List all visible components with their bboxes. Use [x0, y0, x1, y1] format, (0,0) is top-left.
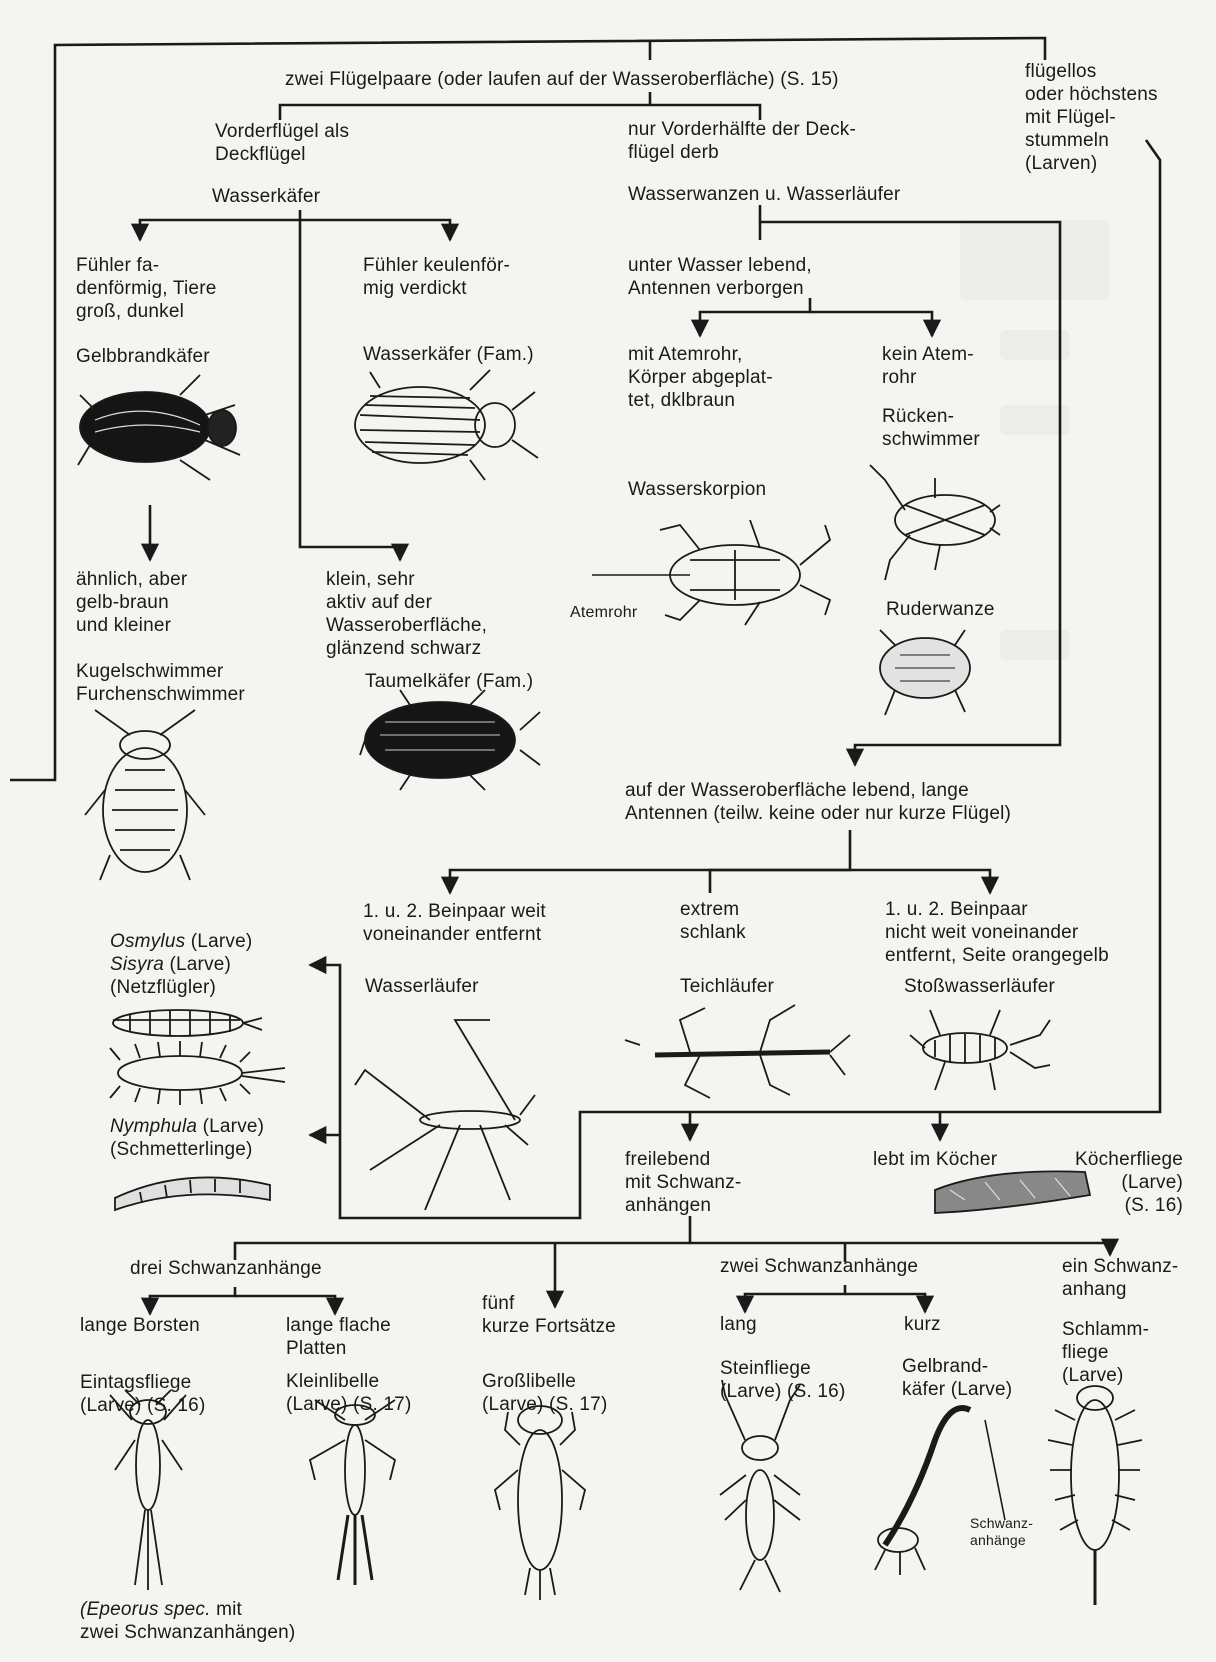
label-root: zwei Flügelpaare (oder laufen auf der Wa… [285, 68, 839, 91]
connector-under-notube [810, 312, 932, 336]
label-no-breathing-tube: kein Atem- rohr [882, 343, 974, 389]
label-club-antennae: Fühler keulenför- mig verdickt [363, 254, 510, 300]
sisyra-genus: Sisyra [110, 954, 164, 975]
label-surface-living: auf der Wasseroberfläche lebend, lange A… [625, 779, 1011, 825]
label-taumelkaefer: Taumelkäfer (Fam.) [365, 670, 533, 693]
connector-beetle-club [300, 220, 450, 240]
label-extreme-slender: extrem schlank [680, 898, 746, 944]
stonefly-larva-drawing [720, 1380, 800, 1592]
nymphula-larva-drawing [115, 1177, 270, 1210]
label-gelbrand-larva: Gelbrand- käfer (Larve) [902, 1355, 1012, 1401]
stosswasserlaeufer-drawing [910, 1010, 1050, 1090]
osmylus-larva-drawing [113, 1010, 262, 1036]
ruderwanze-drawing [880, 630, 970, 715]
gelbrand-beetle-drawing [78, 375, 240, 480]
label-three-tails: drei Schwanzanhänge [130, 1257, 322, 1280]
connector-tails-three-left [235, 1216, 690, 1260]
label-netzfluegler: (Netzflügler) [110, 976, 216, 999]
rueckenschwimmer-drawing [870, 465, 1000, 580]
connector-two-long [745, 1285, 845, 1312]
label-similar: ähnlich, aber gelb-braun und kleiner [76, 568, 187, 637]
osmylus-genus: Osmylus [110, 931, 185, 952]
wasserskorpion-drawing [660, 520, 830, 625]
label-stosswasserlaeufer: Stoßwasserläufer [904, 975, 1055, 998]
wasserkaefer-drawing [355, 370, 538, 480]
label-water-beetles: Wasserkäfer [212, 185, 320, 208]
label-nymphula: Nymphula (Larve) [110, 1115, 264, 1138]
teichlaeufer-drawing [625, 1005, 850, 1098]
label-osmylus: Osmylus (Larve) [110, 930, 252, 953]
sisyra-stage: (Larve) [164, 954, 231, 975]
label-mayfly: Eintagsfliege (Larve) (S. 16) [80, 1371, 205, 1417]
label-half-elytra: nur Vorderhälfte der Deck- flügel derb [628, 118, 856, 164]
label-underwater: unter Wasser lebend, Antennen verborgen [628, 254, 812, 300]
label-in-case: lebt im Köcher [873, 1148, 997, 1171]
label-caddisfly: Köcherfliege (Larve) (S. 16) [1065, 1148, 1183, 1217]
damselfly-larva-drawing [310, 1400, 395, 1585]
label-wasserlaeufer: Wasserläufer [365, 975, 479, 998]
label-bugs-striders: Wasserwanzen u. Wasserläufer [628, 183, 900, 206]
label-ruderwanze: Ruderwanze [886, 598, 995, 621]
label-epeorus: (Epeorus spec. mit zwei Schwanzanhängen) [80, 1598, 295, 1644]
connector-three-bristles [150, 1287, 235, 1314]
epeorus-genus: (Epeorus spec. [80, 1599, 211, 1620]
label-schmetterlinge: (Schmetterlinge) [110, 1138, 253, 1161]
label-wingless: flügellos oder höchstens mit Flügel- stu… [1025, 60, 1158, 175]
label-teichlaeufer: Teichläufer [680, 975, 774, 998]
connector-two-short [845, 1294, 925, 1312]
label-stonefly: Steinfliege (Larve) (S. 16) [720, 1357, 845, 1403]
label-free-living: freilebend mit Schwanz- anhängen [625, 1148, 741, 1217]
connector-three-plates [235, 1296, 335, 1314]
label-long: lang [720, 1313, 757, 1336]
label-gelbrand: Gelbbrandkäfer [76, 345, 210, 368]
connector-tails-one [690, 1243, 1110, 1255]
connector-surface-slender [710, 870, 850, 893]
connector-surface-far [450, 830, 850, 893]
label-with-breathing-tube: mit Atemrohr, Körper abgeplat- tet, dklb… [628, 343, 773, 412]
label-damselfly: Kleinlibelle (Larve) (S. 17) [286, 1370, 411, 1416]
gelbrand-larva-drawing [875, 1408, 970, 1575]
label-long-flat-plates: lange flache Platten [286, 1314, 391, 1360]
label-kugelschwimmer: Kugelschwimmer Furchenschwimmer [76, 660, 245, 706]
osmylus-stage: (Larve) [185, 931, 252, 952]
dragonfly-larva-drawing [495, 1406, 585, 1600]
alderfly-larva-drawing [1048, 1386, 1142, 1605]
label-elytra: Vorderflügel als Deckflügel [215, 120, 349, 166]
label-water-scorpion: Wasserskorpion [628, 478, 766, 501]
mayfly-larva-drawing [110, 1390, 186, 1590]
label-small-active: klein, sehr aktiv auf der Wasseroberfläc… [326, 568, 487, 660]
wasserlaeufer-drawing [355, 1020, 535, 1210]
connector-beetle-thread [140, 210, 300, 240]
label-wasserkaefer-fam: Wasserkäfer (Fam.) [363, 343, 534, 366]
nymphula-genus: Nymphula [110, 1116, 197, 1137]
sisyra-larva-drawing [110, 1041, 285, 1105]
label-sisyra: Sisyra (Larve) [110, 953, 231, 976]
label-dragonfly: Großlibelle (Larve) (S. 17) [482, 1370, 607, 1416]
label-short: kurz [904, 1313, 941, 1336]
label-legs-near: 1. u. 2. Beinpaar nicht weit voneinander… [885, 898, 1109, 967]
nymphula-stage: (Larve) [197, 1116, 264, 1137]
label-backswimmer: Rücken- schwimmer [882, 405, 980, 451]
label-atemrohr: Atemrohr [570, 604, 637, 621]
label-alderfly: Schlamm- fliege (Larve) [1062, 1318, 1149, 1387]
connector-wings-split [280, 92, 650, 120]
taumelkaefer-drawing [360, 690, 540, 790]
schwanzanhaenge-pointer [985, 1420, 1005, 1520]
label-five-short: fünf kurze Fortsätze [482, 1292, 616, 1338]
label-legs-far: 1. u. 2. Beinpaar weit voneinander entfe… [363, 900, 546, 946]
label-one-tail: ein Schwanz- anhang [1062, 1255, 1178, 1301]
kugelschwimmer-drawing [85, 710, 205, 880]
label-long-bristles: lange Borsten [80, 1314, 200, 1337]
label-schwanzanhaenge: Schwanz- anhänge [970, 1515, 1033, 1549]
label-two-tails: zwei Schwanzanhänge [720, 1255, 918, 1278]
connector-under-tube [700, 298, 810, 336]
connector-surface-near [850, 870, 990, 893]
label-thread-antennae: Fühler fa- denförmig, Tiere groß, dunkel [76, 254, 217, 323]
